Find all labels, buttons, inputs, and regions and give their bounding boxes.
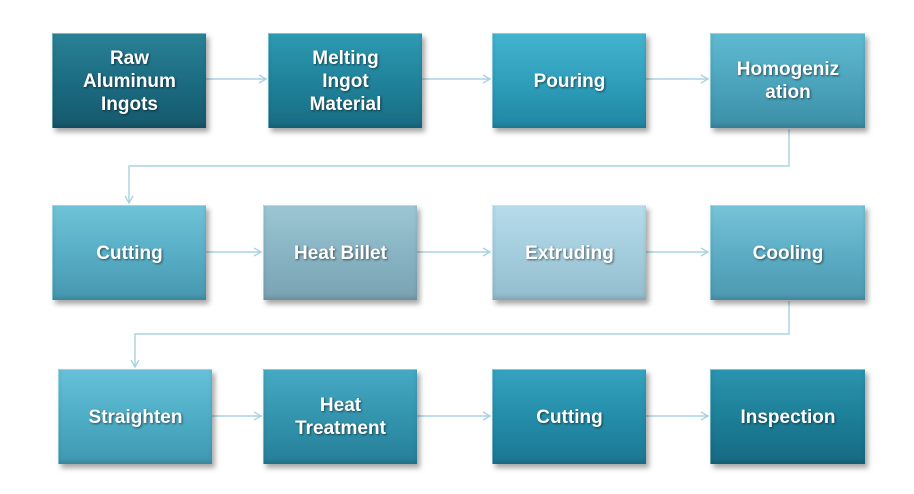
step-pouring: Pouring xyxy=(492,33,646,128)
step-label: Cutting xyxy=(536,406,603,428)
step-extruding: Extruding xyxy=(492,205,646,300)
step-label: Melting Ingot Material xyxy=(309,47,382,115)
step-heat-billet: Heat Billet xyxy=(263,205,417,300)
step-label: Inspection xyxy=(740,406,836,428)
step-straighten: Straighten xyxy=(58,369,212,464)
step-cutting-billet: Cutting xyxy=(52,205,206,300)
step-label: Straighten xyxy=(88,406,183,428)
step-heat-treatment: Heat Treatment xyxy=(263,369,417,464)
step-label: Cooling xyxy=(752,242,824,264)
step-raw-aluminum-ingots: Raw Aluminum Ingots xyxy=(52,33,206,128)
step-inspection: Inspection xyxy=(710,369,865,464)
step-label: Cutting xyxy=(96,242,163,264)
step-label: Heat Treatment xyxy=(295,395,386,439)
step-label: Heat Billet xyxy=(294,242,387,264)
step-homogenization: Homogeniz ation xyxy=(710,33,865,128)
step-cutting-profile: Cutting xyxy=(492,369,646,464)
elbow-cooling-to-straighten xyxy=(130,301,790,369)
step-label: Homogeniz ation xyxy=(736,59,840,103)
step-label: Extruding xyxy=(525,242,614,264)
step-cooling: Cooling xyxy=(710,205,865,300)
step-label: Raw Aluminum Ingots xyxy=(83,47,176,115)
step-label: Pouring xyxy=(533,70,606,92)
step-melting-ingot-material: Melting Ingot Material xyxy=(268,33,422,128)
elbow-homogenization-to-cutting xyxy=(124,129,790,205)
